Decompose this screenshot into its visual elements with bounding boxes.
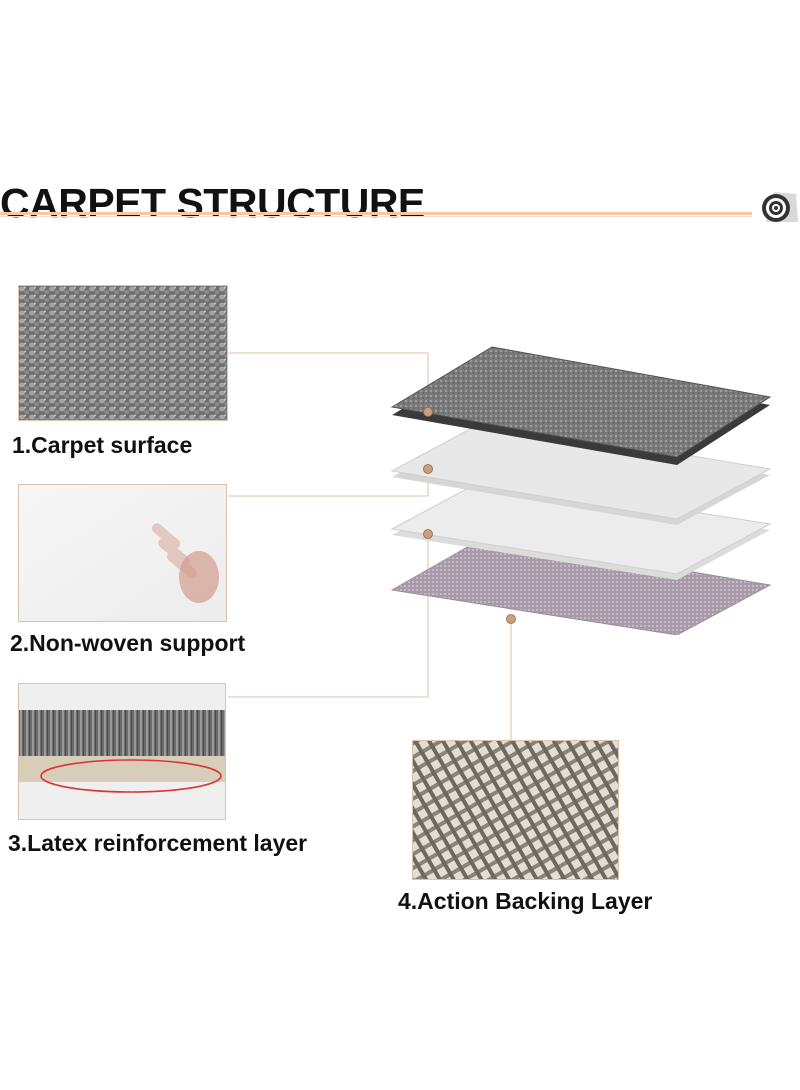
backing-layer-image xyxy=(412,740,619,880)
layer-2-label: 2.Non-woven support xyxy=(10,630,246,656)
stack-layer-nonwoven xyxy=(390,420,772,525)
marker-1 xyxy=(423,407,433,417)
marker-4 xyxy=(506,614,516,624)
marker-3 xyxy=(423,529,433,539)
layer-4-label: 4.Action Backing Layer xyxy=(398,888,653,914)
marker-2 xyxy=(423,464,433,474)
layer-stack-diagram xyxy=(390,346,772,635)
title-underline xyxy=(0,212,752,215)
title-underline-shadow xyxy=(0,216,752,217)
carpet-roll-icon xyxy=(762,192,798,222)
stack-layer-backing xyxy=(390,536,772,635)
latex-layer-image xyxy=(18,683,226,820)
stack-layer-latex xyxy=(390,478,772,580)
page-title: CARPET STRUCTURE xyxy=(0,180,425,226)
layer-3-label: 3.Latex reinforcement layer xyxy=(8,830,308,856)
carpet-surface-image xyxy=(18,285,228,421)
non-woven-support-image xyxy=(18,484,227,622)
stack-layer-surface xyxy=(390,346,772,465)
layer-1-label: 1.Carpet surface xyxy=(12,432,193,458)
